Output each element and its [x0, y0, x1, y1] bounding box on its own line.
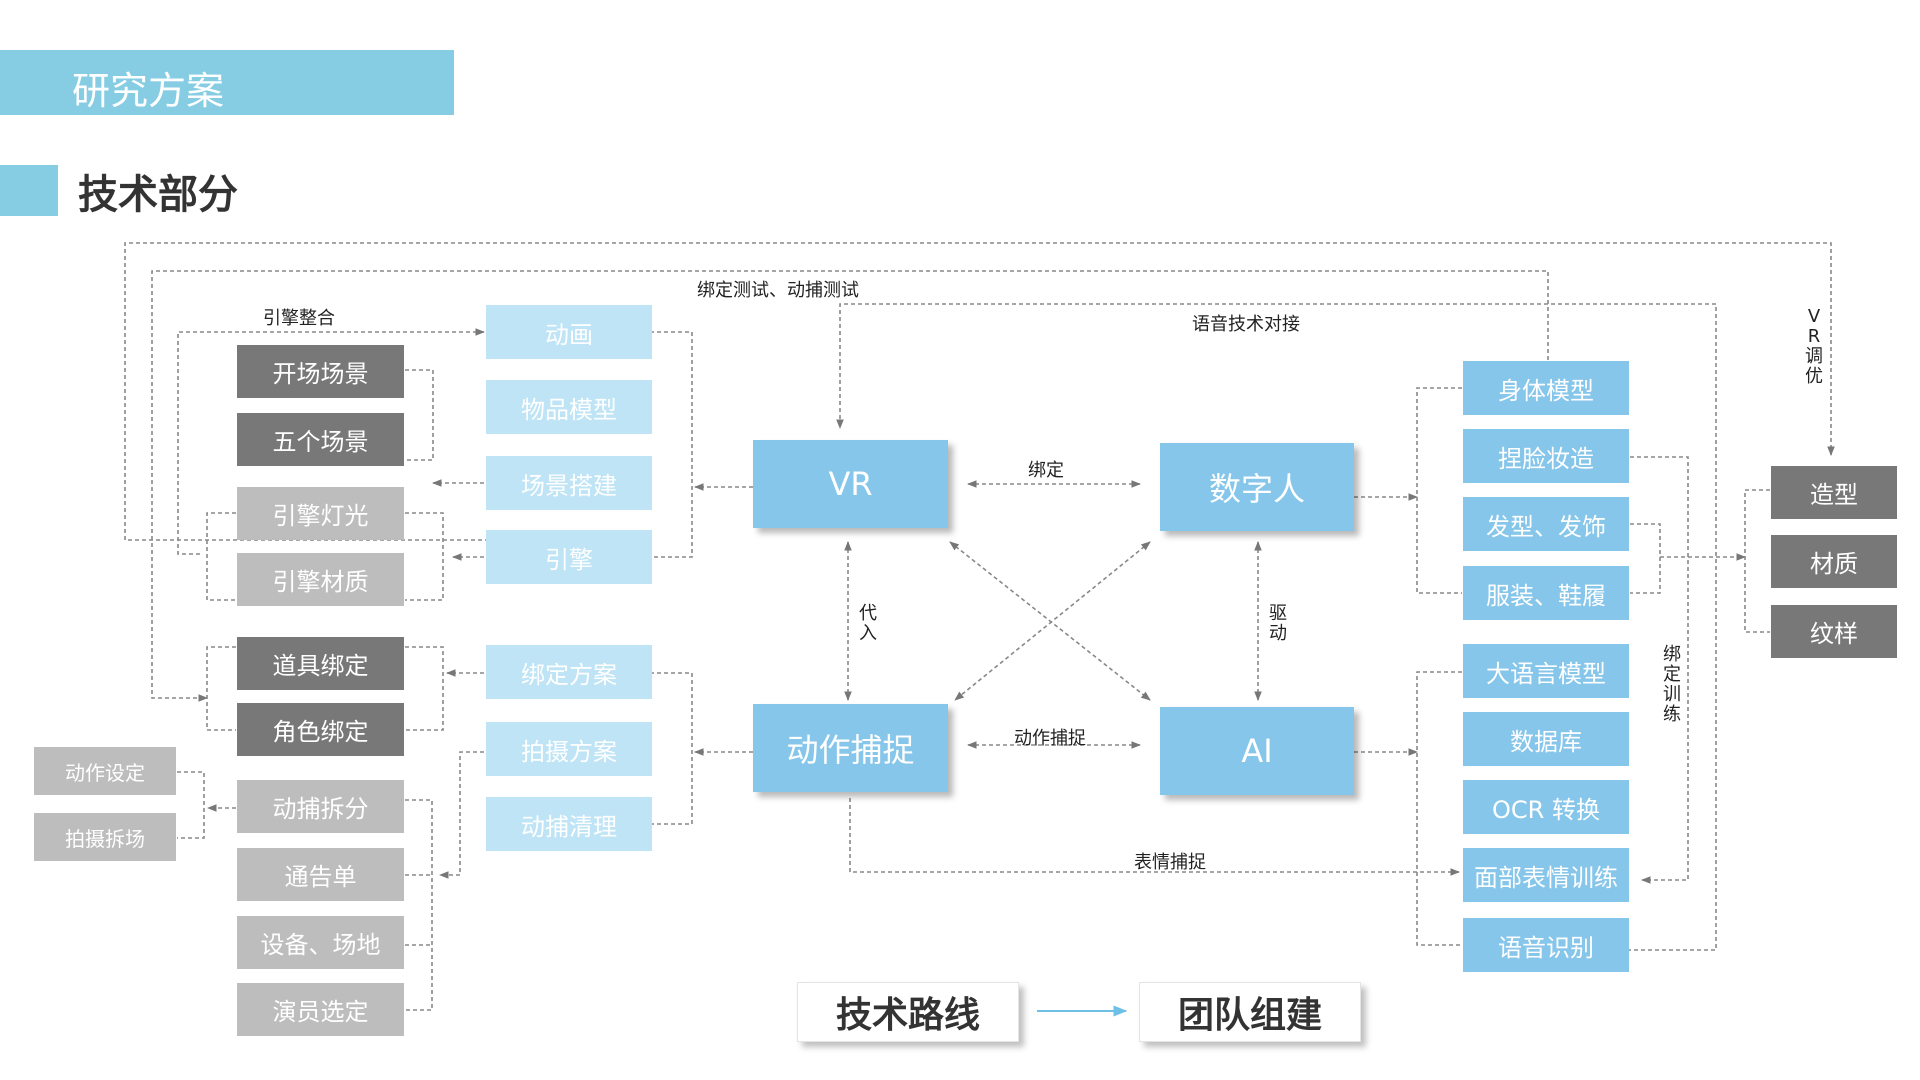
dh-item-body-model: 身体模型	[1463, 361, 1629, 415]
scene-item-engine-material: 引擎材质	[237, 553, 404, 606]
binding-item-character: 角色绑定	[237, 703, 404, 756]
ai-node: AI	[1160, 707, 1354, 795]
label-facial-capture: 表情捕捉	[1134, 852, 1206, 873]
motion-capture-node: 动作捕捉	[753, 704, 948, 792]
dh-item-face-makeup: 捏脸妆造	[1463, 429, 1629, 483]
team-building-button[interactable]: 团队组建	[1139, 982, 1361, 1042]
dh-item-hair: 发型、发饰	[1463, 497, 1629, 551]
shoot-item-equipment-venue: 设备、场地	[237, 916, 404, 969]
label-voice-integration: 语音技术对接	[1192, 314, 1300, 335]
vr-item-animation: 动画	[486, 305, 652, 359]
header-title: 研究方案	[72, 69, 225, 113]
section-marker	[0, 165, 58, 216]
mocap-item-binding-plan: 绑定方案	[486, 645, 652, 699]
mocap-item-cleanup: 动捕清理	[486, 797, 652, 851]
shoot-item-actor-selection: 演员选定	[237, 983, 404, 1036]
label-drive: 驱动	[1269, 603, 1287, 644]
mocap-item-shooting-plan: 拍摄方案	[486, 722, 652, 776]
style-item-material: 材质	[1771, 535, 1897, 588]
split-item-shoot-breakdown: 拍摄拆场	[34, 813, 176, 861]
label-motion-capture: 动作捕捉	[1014, 728, 1086, 749]
label-bind-train: 绑定训练	[1663, 644, 1681, 725]
binding-item-prop: 道具绑定	[237, 637, 404, 690]
vr-item-object-model: 物品模型	[486, 380, 652, 434]
section-title: 技术部分	[78, 172, 238, 218]
vr-node: VR	[753, 440, 948, 528]
ai-item-speech-recognition: 语音识别	[1463, 918, 1629, 972]
digital-human-node: 数字人	[1160, 443, 1354, 531]
dh-item-clothing: 服装、鞋履	[1463, 566, 1629, 620]
scene-item-engine-lighting: 引擎灯光	[237, 487, 404, 540]
vr-item-engine: 引擎	[486, 530, 652, 584]
split-item-action-setting: 动作设定	[34, 747, 176, 795]
scene-item-opening: 开场场景	[237, 345, 404, 398]
ai-item-database: 数据库	[1463, 712, 1629, 766]
ai-item-llm: 大语言模型	[1463, 644, 1629, 698]
shoot-item-mocap-split: 动捕拆分	[237, 780, 404, 833]
shoot-item-call-sheet: 通告单	[237, 848, 404, 901]
label-bind: 绑定	[1028, 460, 1064, 481]
style-item-pattern: 纹样	[1771, 605, 1897, 658]
ai-item-facial-training: 面部表情训练	[1463, 848, 1629, 902]
header-banner: 研究方案	[0, 50, 454, 115]
label-engine-integration: 引擎整合	[263, 308, 335, 329]
ai-item-ocr: OCR 转换	[1463, 780, 1629, 834]
style-item-shape: 造型	[1771, 466, 1897, 519]
label-binding-test: 绑定测试、动捕测试	[697, 280, 859, 301]
label-embody: 代入	[859, 603, 877, 644]
tech-route-button[interactable]: 技术路线	[797, 982, 1019, 1042]
label-vr-tuning: VR调优	[1805, 306, 1823, 387]
vr-item-scene-building: 场景搭建	[486, 456, 652, 510]
scene-item-five-scenes: 五个场景	[237, 413, 404, 466]
